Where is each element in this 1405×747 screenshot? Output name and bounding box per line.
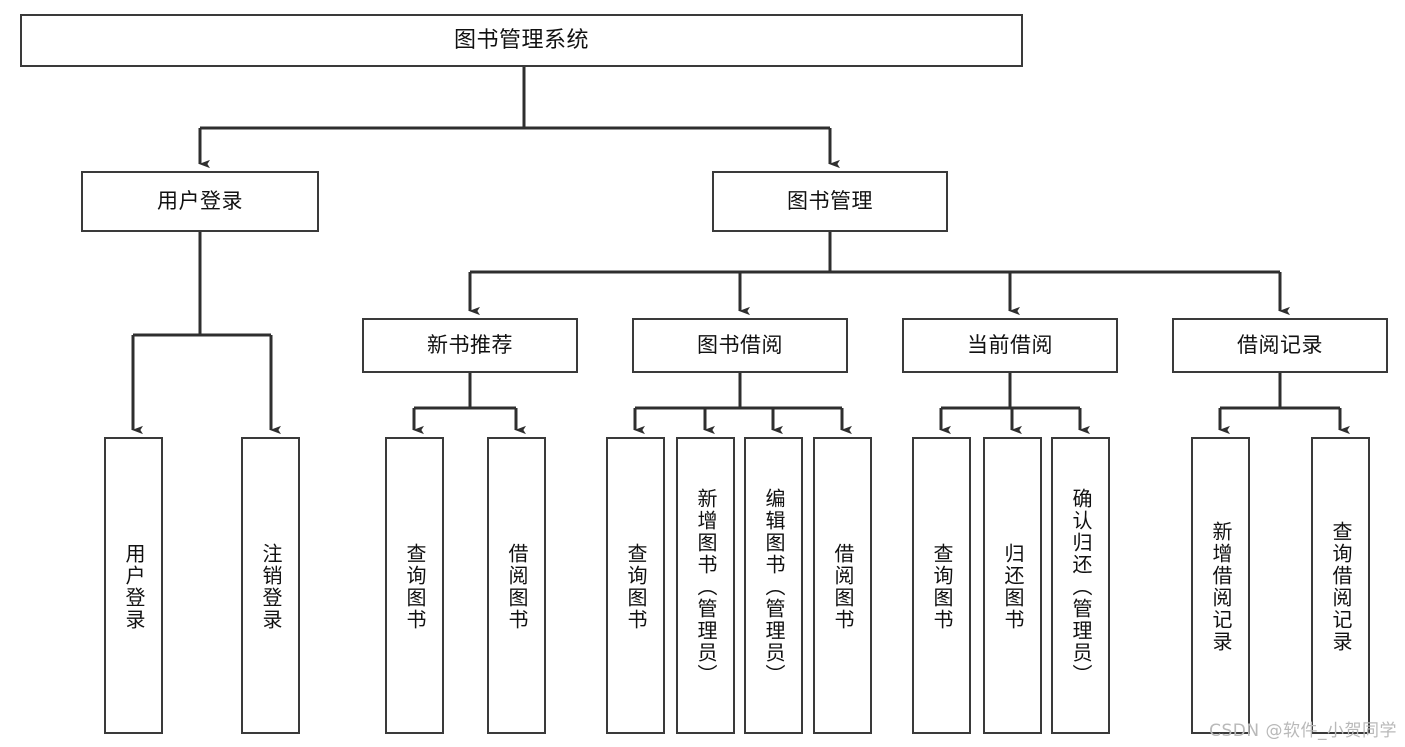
node-leaf-logout[interactable]: 注销登录	[241, 437, 300, 734]
node-book-manage-label: 图书管理	[787, 189, 873, 214]
node-borrow-record[interactable]: 借阅记录	[1172, 318, 1388, 373]
node-leaf-add-record-label: 新增借阅记录	[1209, 520, 1233, 653]
node-new-book-rec[interactable]: 新书推荐	[362, 318, 578, 373]
node-leaf-logout-label: 注销登录	[259, 542, 283, 631]
node-borrow-record-label: 借阅记录	[1237, 333, 1323, 358]
node-user-login[interactable]: 用户登录	[81, 171, 319, 232]
node-leaf-add-record[interactable]: 新增借阅记录	[1191, 437, 1250, 734]
node-leaf-query-book-br[interactable]: 查询图书	[606, 437, 665, 734]
node-book-borrow-label: 图书借阅	[697, 333, 783, 358]
node-leaf-borrow-book-rec-label: 借阅图书	[505, 542, 529, 631]
node-new-book-rec-label: 新书推荐	[427, 333, 513, 358]
node-leaf-edit-book[interactable]: 编辑图书（管理员）	[744, 437, 803, 734]
node-user-login-label: 用户登录	[157, 189, 243, 214]
node-leaf-user-login[interactable]: 用户登录	[104, 437, 163, 734]
node-leaf-confirm-return[interactable]: 确认归还（管理员）	[1051, 437, 1110, 734]
node-leaf-borrow-book-br-label: 借阅图书	[831, 542, 855, 631]
node-leaf-add-book[interactable]: 新增图书（管理员）	[676, 437, 735, 734]
node-book-manage[interactable]: 图书管理	[712, 171, 948, 232]
node-leaf-return-book[interactable]: 归还图书	[983, 437, 1042, 734]
node-leaf-confirm-return-label: 确认归还（管理员）	[1069, 487, 1093, 686]
node-current-borrow-label: 当前借阅	[967, 333, 1053, 358]
node-root[interactable]: 图书管理系统	[20, 14, 1023, 67]
csdn-watermark: CSDN @软件_小贺同学	[1209, 721, 1397, 741]
node-root-label: 图书管理系统	[453, 27, 589, 53]
node-leaf-query-book-cb-label: 查询图书	[930, 542, 954, 631]
node-leaf-borrow-book-br[interactable]: 借阅图书	[813, 437, 872, 734]
node-current-borrow[interactable]: 当前借阅	[902, 318, 1118, 373]
node-leaf-borrow-book-rec[interactable]: 借阅图书	[487, 437, 546, 734]
node-leaf-return-book-label: 归还图书	[1001, 542, 1025, 631]
node-leaf-query-book-rec[interactable]: 查询图书	[385, 437, 444, 734]
node-leaf-edit-book-label: 编辑图书（管理员）	[762, 487, 786, 686]
node-book-borrow[interactable]: 图书借阅	[632, 318, 848, 373]
node-leaf-query-record[interactable]: 查询借阅记录	[1311, 437, 1370, 734]
node-leaf-query-book-br-label: 查询图书	[624, 542, 648, 631]
node-leaf-add-book-label: 新增图书（管理员）	[694, 487, 718, 686]
node-leaf-user-login-label: 用户登录	[122, 542, 146, 631]
node-leaf-query-book-rec-label: 查询图书	[403, 542, 427, 631]
node-leaf-query-record-label: 查询借阅记录	[1329, 520, 1353, 653]
node-leaf-query-book-cb[interactable]: 查询图书	[912, 437, 971, 734]
